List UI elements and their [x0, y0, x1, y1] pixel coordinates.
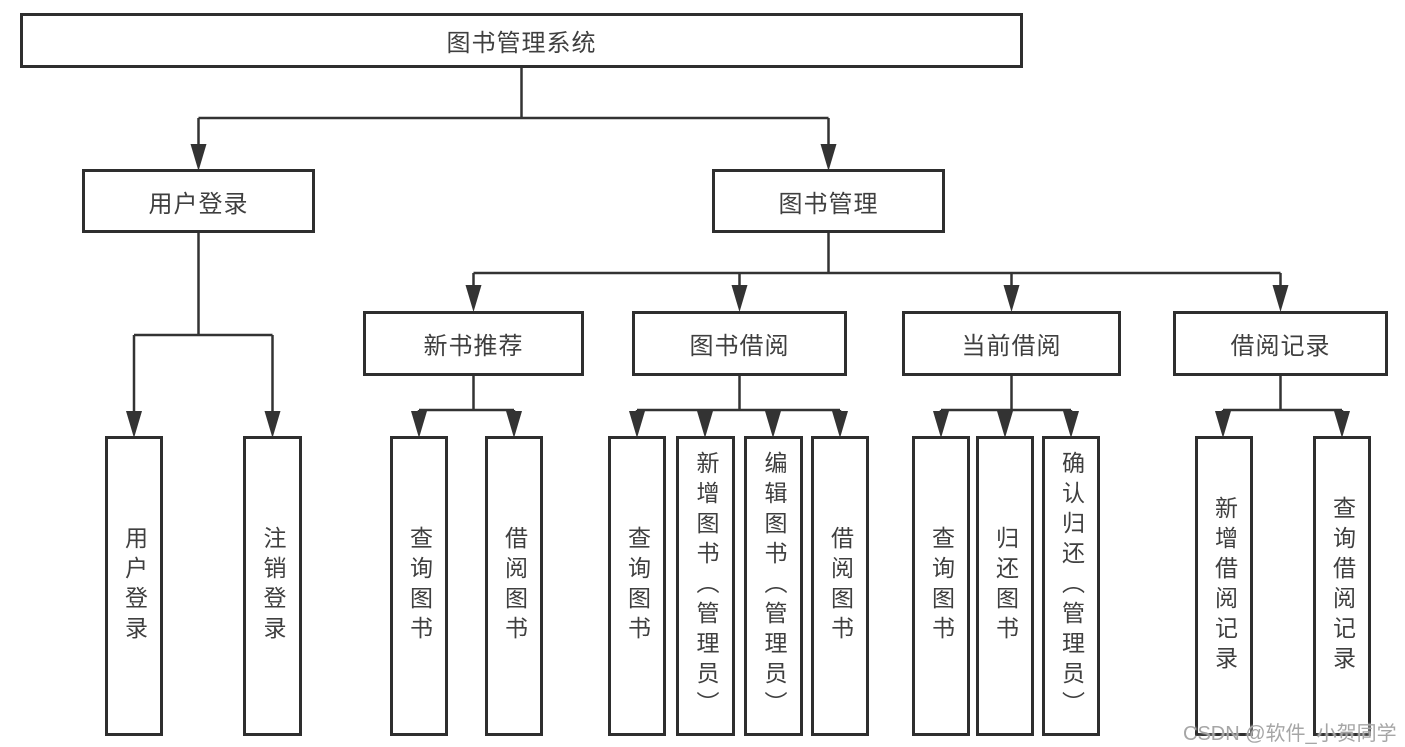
node-label: 当前借阅 [961, 333, 1062, 360]
leaf-return-books: 归还图书 [976, 436, 1034, 736]
leaf-query-books-borrowing: 查询图书 [608, 436, 666, 736]
leaf-borrow-books-recommend: 借阅图书 [485, 436, 543, 736]
leaf-query-books-recommend: 查询图书 [390, 436, 448, 736]
leaf-query-borrow-record: 查询借阅记录 [1313, 436, 1371, 736]
node-book-borrowing: 图书借阅 [632, 311, 847, 376]
node-label: 新增图书（管理员） [693, 451, 719, 721]
node-label: 用户登录 [121, 526, 148, 646]
leaf-add-book-admin: 新增图书（管理员） [676, 436, 735, 736]
leaf-edit-book-admin: 编辑图书（管理员） [744, 436, 803, 736]
leaf-logout: 注销登录 [243, 436, 302, 736]
node-label: 查询图书 [624, 526, 651, 646]
leaf-add-borrow-record: 新增借阅记录 [1195, 436, 1253, 736]
node-user-login: 用户登录 [82, 169, 315, 233]
node-book-management: 图书管理 [712, 169, 945, 233]
node-label: 查询图书 [928, 526, 955, 646]
node-current-borrowing: 当前借阅 [902, 311, 1121, 376]
csdn-watermark: CSDN @软件_小贺同学 [1183, 723, 1397, 745]
node-label: 用户登录 [148, 190, 249, 218]
node-label: 确认归还（管理员） [1058, 451, 1085, 721]
leaf-query-books-current: 查询图书 [912, 436, 970, 736]
leaf-confirm-return-admin: 确认归还（管理员） [1042, 436, 1100, 736]
node-label: 新增借阅记录 [1211, 496, 1238, 676]
node-label: 归还图书 [992, 526, 1019, 646]
node-new-book-recommendation: 新书推荐 [363, 311, 584, 376]
node-label: 查询图书 [406, 526, 433, 646]
leaf-user-login: 用户登录 [105, 436, 163, 736]
node-label: 编辑图书（管理员） [761, 451, 787, 721]
node-label: 查询借阅记录 [1329, 496, 1356, 676]
node-label: 借阅图书 [501, 526, 528, 646]
node-library-management-system: 图书管理系统 [20, 13, 1023, 68]
node-label: 借阅记录 [1230, 333, 1331, 360]
node-label: 图书借阅 [689, 333, 790, 360]
node-label: 新书推荐 [423, 333, 524, 360]
node-borrowing-records: 借阅记录 [1173, 311, 1388, 376]
node-label: 注销登录 [260, 526, 286, 646]
node-label: 图书管理 [778, 190, 879, 218]
leaf-borrow-books: 借阅图书 [811, 436, 869, 736]
node-label: 借阅图书 [827, 526, 854, 646]
node-label: 图书管理系统 [446, 30, 597, 57]
